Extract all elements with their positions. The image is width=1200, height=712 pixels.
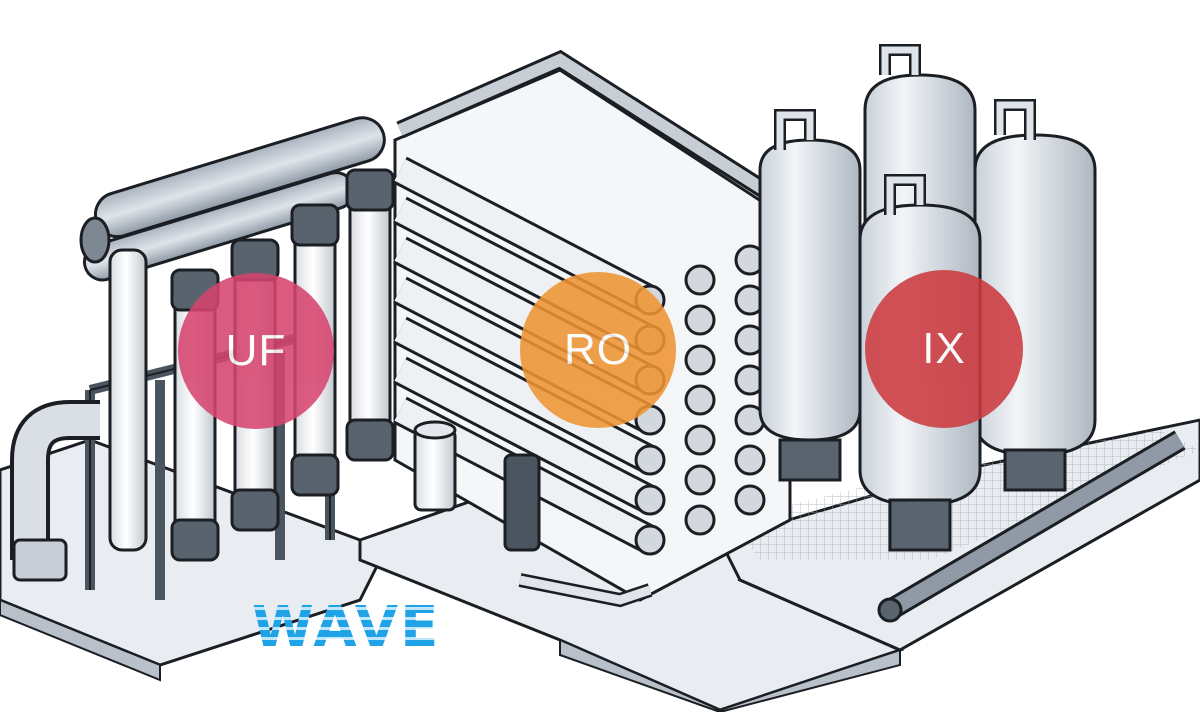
- uf-stage-badge: UF: [178, 273, 334, 429]
- ro-stage-badge: RO: [520, 272, 676, 428]
- ix-label: IX: [922, 324, 966, 373]
- wave-logo: WAVE: [252, 595, 441, 660]
- uf-label: UF: [225, 326, 287, 375]
- ro-label: RO: [564, 325, 632, 374]
- pump-icon: [413, 420, 653, 608]
- uf-unit: [10, 116, 395, 600]
- ix-stage-badge: IX: [865, 270, 1023, 428]
- membrane-vessel-icon: [108, 168, 395, 562]
- ro-unit: [393, 49, 792, 608]
